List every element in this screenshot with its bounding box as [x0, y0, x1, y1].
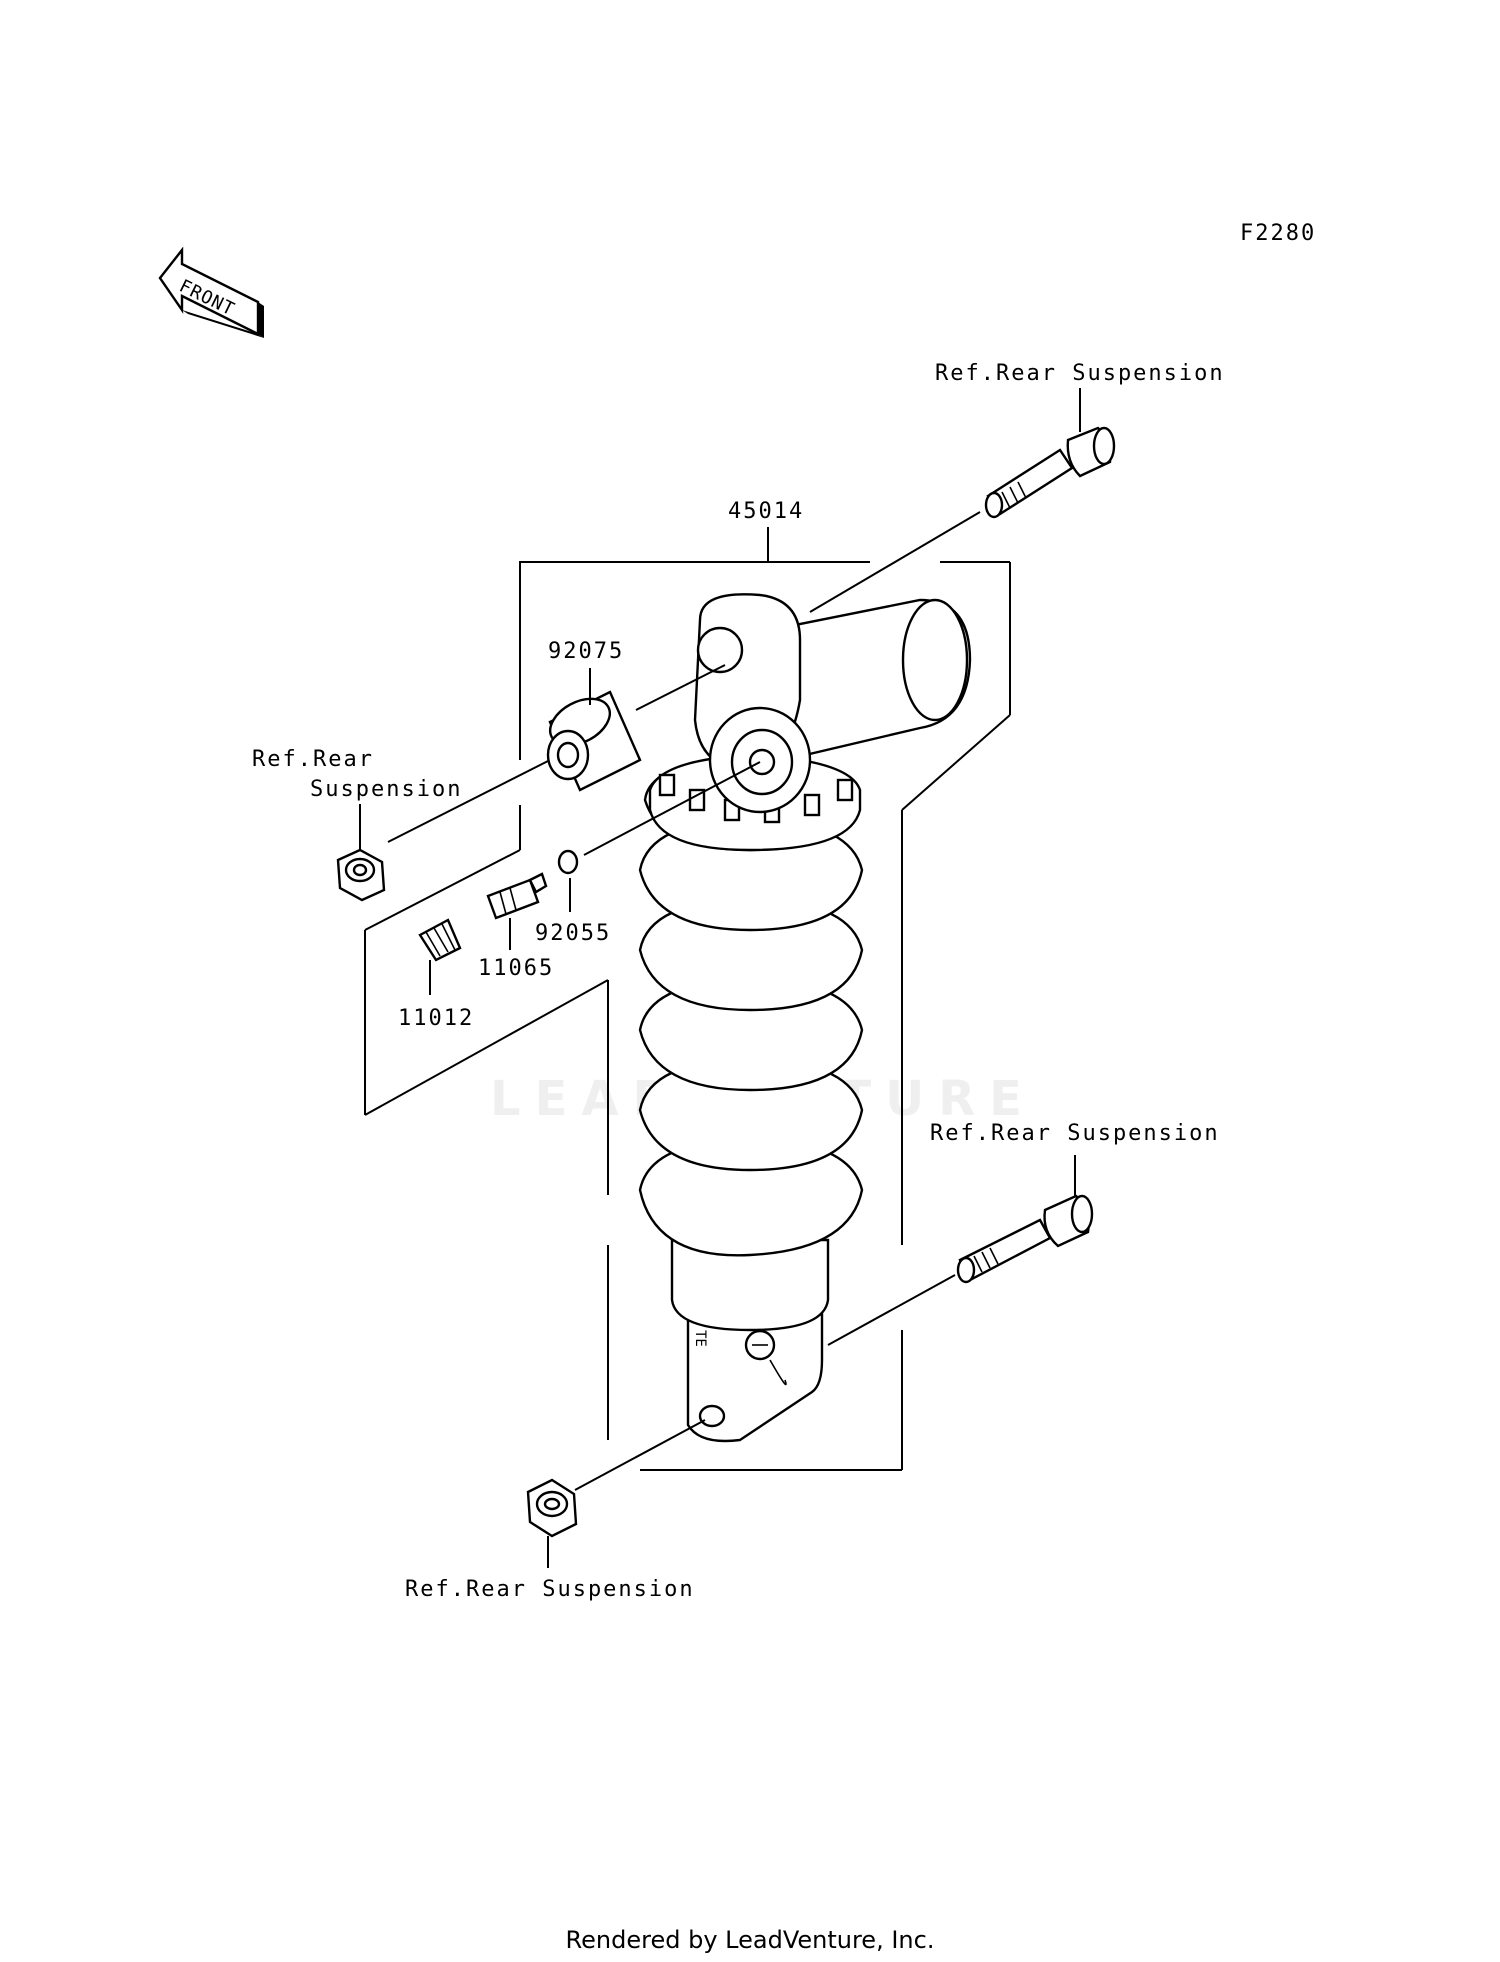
callout-92055: 92055	[535, 921, 611, 946]
footer-credit: Rendered by LeadVenture, Inc.	[566, 1926, 935, 1954]
o-ring-92055	[557, 849, 579, 875]
bottom-bolt	[827, 1194, 1094, 1346]
callout-11012: 11012	[398, 1006, 474, 1031]
ref-bottom-nut: Ref.Rear Suspension	[405, 1577, 695, 1602]
assembly-bracket	[364, 527, 1011, 1471]
callout-45014: 45014	[728, 499, 804, 524]
callout-11065: 11065	[478, 956, 554, 981]
collar-92075	[387, 664, 726, 843]
bottom-nut	[526, 1478, 578, 1538]
ref-top-nut-line1: Ref.Rear	[252, 747, 374, 772]
ref-top-bolt: Ref.Rear Suspension	[935, 361, 1225, 386]
top-bolt	[809, 426, 1116, 613]
callout-92075: 92075	[548, 639, 624, 664]
diagram-code: F2280	[1240, 221, 1316, 246]
spring	[638, 758, 864, 1257]
shock-absorber: TE	[638, 593, 972, 1443]
top-nut	[336, 848, 386, 902]
bottom-nut-axis	[574, 1419, 706, 1491]
valve-11065	[486, 872, 548, 920]
ref-top-nut-line2: Suspension	[310, 777, 462, 802]
o-ring-axis	[583, 761, 761, 856]
svg-text:TE: TE	[692, 1330, 708, 1347]
front-arrow-icon: FRONT	[158, 246, 264, 338]
ref-bottom-bolt: Ref.Rear Suspension	[930, 1121, 1220, 1146]
cap-11012	[418, 918, 462, 962]
